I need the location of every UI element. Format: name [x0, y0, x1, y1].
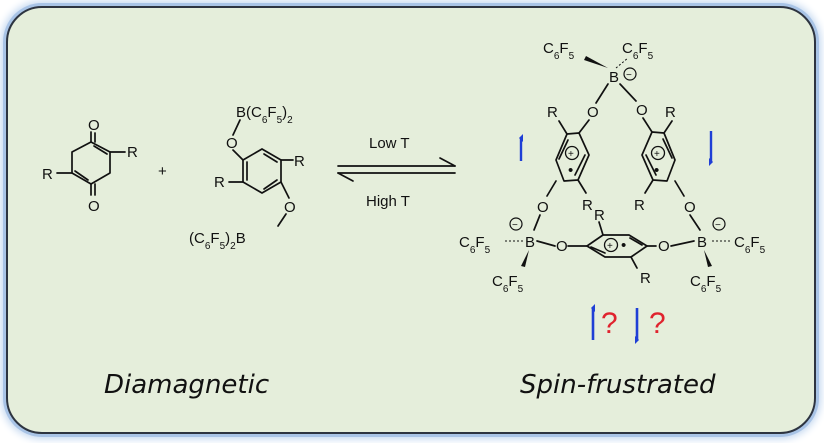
background-panel: [6, 6, 816, 434]
bottom-ring-cation: +: [607, 241, 613, 252]
c6f5-left: C6F5: [459, 234, 491, 256]
boron-right: B: [697, 234, 707, 251]
bottom-ring-r-top: R: [594, 207, 605, 224]
c6f5-top-right: C6F5: [622, 40, 654, 62]
hq-r-left: R: [214, 174, 225, 191]
caption-diamagnetic: Diamagnetic: [104, 370, 269, 400]
quinone-oxygen-bottom: O: [88, 198, 100, 215]
hq-oxygen-bottom: O: [284, 199, 296, 216]
reverse-condition-label: High T: [366, 193, 410, 210]
question-mark-down: ?: [649, 307, 666, 340]
right-ring-radical: •: [654, 162, 659, 179]
right-ring-r-top: R: [665, 104, 676, 121]
right-ring-cation: +: [654, 149, 660, 160]
oxygen-bottom-left: O: [556, 238, 568, 255]
left-ring-r-bottom: R: [582, 197, 593, 214]
oxygen-upper-left: O: [587, 104, 599, 121]
hq-oxygen-top: O: [226, 135, 238, 152]
borane-hydroquinone-molecule: O O B(C6F5)2 (C6F5)2B R R: [189, 104, 305, 252]
question-mark-up: ?: [601, 307, 618, 340]
boron-top-charge: −: [626, 70, 632, 81]
boron-left-charge: −: [512, 220, 518, 231]
quinone-oxygen-top: O: [88, 117, 100, 134]
equilibrium-arrow: Low T High T: [337, 135, 456, 210]
quinone-molecule: O O R R: [42, 117, 138, 215]
left-ring-cation: +: [568, 149, 574, 160]
boron-top: B: [609, 69, 619, 86]
boron-left: B: [525, 234, 535, 251]
oxygen-lower-left: O: [537, 199, 549, 216]
c6f5-top-left: C6F5: [543, 40, 575, 62]
plus-sign: +: [158, 163, 167, 180]
boron-right-charge: −: [715, 220, 721, 231]
c6f5-bottom-left: C6F5: [492, 273, 524, 295]
oxygen-bottom-right: O: [658, 238, 670, 255]
c6f5-right: C6F5: [734, 234, 766, 256]
forward-condition-label: Low T: [369, 135, 410, 152]
hq-r-right: R: [294, 153, 305, 170]
quinone-r-right: R: [127, 144, 138, 161]
oxygen-lower-right: O: [684, 199, 696, 216]
right-ring-r-bottom: R: [634, 197, 645, 214]
c6f5-bottom-right: C6F5: [690, 273, 722, 295]
bottom-ring-r-bottom: R: [640, 270, 651, 287]
caption-spin-frustrated: Spin-frustrated: [520, 370, 716, 400]
bottom-ring-radical: •: [621, 237, 626, 254]
hq-boron-top-label: B(C6F5)2: [236, 104, 293, 126]
trimeric-complex: B − C6F5 C6F5 O O R R + • O R R +: [459, 40, 766, 295]
quinone-r-left: R: [42, 166, 53, 183]
left-ring-radical: •: [568, 162, 573, 179]
left-ring-r-top: R: [547, 104, 558, 121]
hq-boron-bottom-label: (C6F5)2B: [189, 230, 246, 252]
oxygen-upper-right: O: [636, 102, 648, 119]
